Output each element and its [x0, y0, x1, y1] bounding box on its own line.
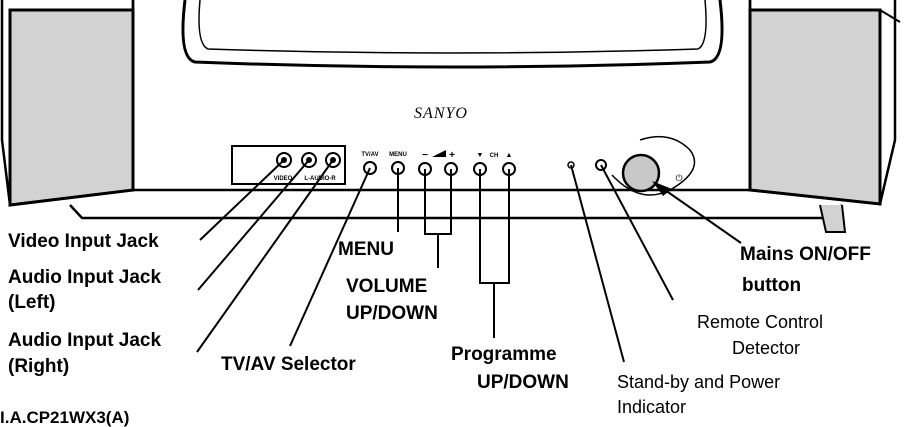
crt-screen-inner	[198, 0, 707, 54]
ch-down-mark: ▼	[477, 152, 484, 159]
label-audio-right-line2: (Right)	[8, 356, 70, 377]
power-button[interactable]	[621, 153, 661, 193]
power-housing	[611, 135, 696, 196]
tv-base-right	[819, 204, 847, 233]
label-audio-left-line2: (Left)	[8, 292, 56, 313]
label-standby-line2: Indicator	[617, 397, 687, 417]
leader-mains	[664, 189, 742, 244]
label-mains-line2: button	[742, 275, 802, 296]
brand-logo: SANYO	[414, 105, 468, 122]
tvav-mark: TV/AV	[361, 152, 378, 158]
label-audio-right-line1: Audio Input Jack	[8, 330, 162, 351]
vol-plus-mark: +	[449, 150, 455, 161]
video-mark: VIDEO	[274, 176, 293, 182]
leader-remote	[600, 164, 674, 301]
power-symbol-icon: ⏻	[675, 173, 682, 183]
label-mains-line1: Mains ON/OFF	[740, 244, 871, 265]
crt-screen	[181, 0, 724, 69]
label-remote-line2: Detector	[732, 338, 801, 358]
label-remote-line1: Remote Control	[697, 312, 824, 332]
tv-base	[69, 204, 843, 220]
leader-standby	[570, 164, 625, 363]
mains-arrowhead	[652, 181, 672, 196]
screen-bezel	[131, 0, 752, 192]
label-video-input-jack: Video Input Jack	[8, 231, 159, 252]
menu-mark: MENU	[389, 152, 407, 158]
tv-front-diagram: SANYO VIDEO L-AUDIO-R TV/AV MENU − + ▼ C…	[0, 0, 901, 363]
label-standby-line1: Stand-by and Power	[617, 372, 781, 392]
label-audio-left-line1: Audio Input Jack	[8, 267, 162, 288]
left-speaker-grille	[8, 8, 135, 207]
label-programme-line1: Programme	[451, 344, 557, 365]
label-tvav-selector: TV/AV Selector	[221, 354, 356, 375]
leader-video	[199, 159, 285, 241]
leader-audio-right	[196, 159, 334, 353]
label-menu: MENU	[338, 239, 394, 260]
volume-icon	[432, 150, 446, 157]
leader-lines	[196, 159, 742, 363]
label-volume-line1: VOLUME	[346, 276, 428, 297]
label-programme-line2: UP/DOWN	[477, 372, 569, 393]
leader-volume	[424, 169, 452, 235]
leader-audio-left	[197, 159, 310, 291]
leader-tvav	[289, 167, 371, 347]
right-speaker-grille	[748, 8, 882, 206]
leader-channel	[479, 169, 510, 284]
ch-up-mark: ▲	[506, 152, 513, 159]
ch-mark: CH	[490, 153, 499, 159]
vol-minus-mark: −	[422, 150, 428, 161]
label-volume-line2: UP/DOWN	[346, 303, 438, 324]
